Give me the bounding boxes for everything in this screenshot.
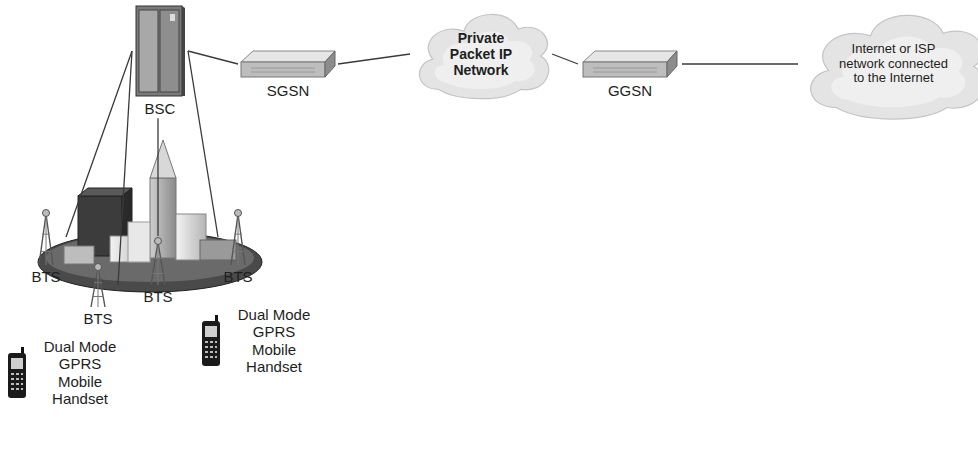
bts-antenna-icon	[228, 208, 248, 266]
network-link	[552, 54, 578, 64]
node-label: BTS	[223, 268, 252, 285]
node-label: BSC	[145, 100, 176, 117]
cloud-label: Private Packet IP Network	[443, 30, 519, 78]
bts-node: BTS	[26, 208, 66, 285]
bsc-cabinet-icon	[134, 4, 186, 98]
bts-node: BTS	[138, 236, 178, 305]
node-label: BTS	[143, 288, 172, 305]
node-label: Dual Mode GPRS Mobile Handset	[232, 306, 316, 375]
bts-antenna-icon	[148, 236, 168, 286]
handset-node: Dual Mode GPRS Mobile Handset	[200, 306, 350, 375]
cloud-node: Internet or ISP network connected to the…	[798, 0, 978, 128]
network-link	[118, 51, 132, 285]
node-label: BTS	[31, 268, 60, 285]
handset-node: Dual Mode GPRS Mobile Handset	[6, 338, 156, 407]
bsc-node: BSC	[132, 4, 188, 117]
node-label: BTS	[83, 310, 112, 327]
bts-antenna-icon	[88, 262, 108, 308]
sgsn-node: SGSN	[238, 48, 338, 99]
handset-icon	[6, 347, 28, 399]
city-illustration	[38, 140, 262, 292]
bts-node: BTS	[78, 262, 118, 327]
bts-antenna-icon	[36, 208, 56, 266]
node-label: SGSN	[267, 82, 310, 99]
network-link	[188, 51, 218, 237]
network-link	[157, 118, 158, 236]
cloud-node: Private Packet IP Network	[410, 2, 552, 106]
node-label: Dual Mode GPRS Mobile Handset	[38, 338, 122, 407]
router-icon	[239, 48, 337, 80]
ggsn-node: GGSN	[578, 48, 682, 99]
router-icon	[581, 48, 679, 80]
network-link	[188, 51, 238, 64]
cloud-label: Internet or ISP network connected to the…	[835, 42, 953, 87]
bts-node: BTS	[218, 208, 258, 285]
network-link	[338, 54, 410, 64]
handset-icon	[200, 315, 222, 367]
network-link	[682, 63, 798, 64]
node-label: GGSN	[608, 82, 652, 99]
